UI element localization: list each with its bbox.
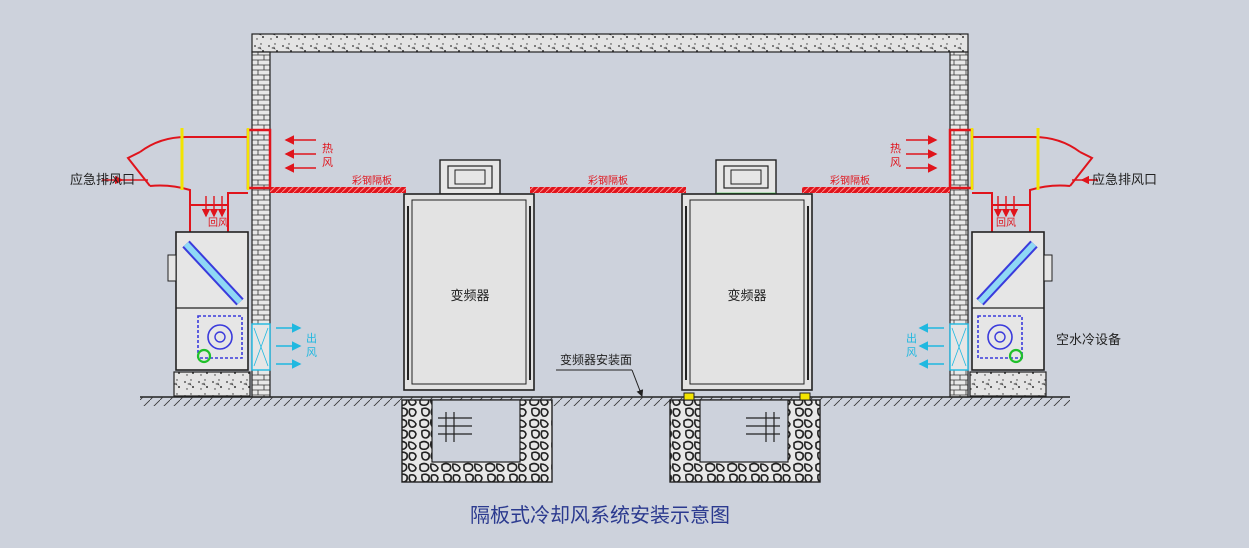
hot-air-arrows-right — [906, 135, 938, 173]
hot-air-arrows-left — [284, 135, 316, 173]
exhaust-label-right: 应急排风口 — [1092, 172, 1157, 188]
diagram-title: 隔板式冷却风系统安装示意图 — [470, 503, 730, 527]
return-air-arrows-right — [993, 196, 1019, 218]
return-air-arrows-left — [201, 196, 227, 218]
exhaust-label-left: 应急排风口 — [70, 172, 135, 188]
out-air-arrows-left — [276, 323, 302, 369]
hot-air-label-right: 热风 — [890, 142, 901, 169]
return-air-label-left: 回风 — [208, 217, 228, 229]
left-air-duct — [102, 128, 272, 232]
out-air-label-left: 出风 — [306, 331, 317, 359]
partition-label-2: 彩钢隔板 — [588, 174, 628, 187]
steel-partition — [270, 187, 950, 193]
foundation-pit-right — [669, 399, 821, 483]
return-air-label-right: 回风 — [996, 217, 1016, 229]
out-air-label-right: 出风 — [906, 331, 917, 359]
partition-label-3: 彩钢隔板 — [830, 174, 870, 187]
inverter-label-right: 变频器 — [727, 288, 766, 304]
chiller-unit-right — [949, 231, 1053, 397]
mount-surface-leader — [556, 369, 644, 397]
inverter-cabinet-right — [681, 159, 813, 401]
building — [251, 33, 969, 398]
chiller-unit-left — [167, 231, 271, 397]
chiller-label: 空水冷设备 — [1056, 332, 1121, 348]
out-air-arrows-right — [918, 323, 944, 369]
inverter-cabinet-left — [403, 159, 535, 391]
foundation-pit-left — [401, 399, 553, 483]
hot-air-label-left: 热风 — [322, 142, 333, 169]
inverter-label-left: 变频器 — [450, 288, 489, 304]
mount-surface-label: 变频器安装面 — [560, 352, 632, 367]
right-air-duct — [948, 128, 1098, 232]
ground — [140, 396, 1070, 406]
roof-slab — [251, 33, 969, 53]
partition-label-1: 彩钢隔板 — [352, 174, 392, 187]
